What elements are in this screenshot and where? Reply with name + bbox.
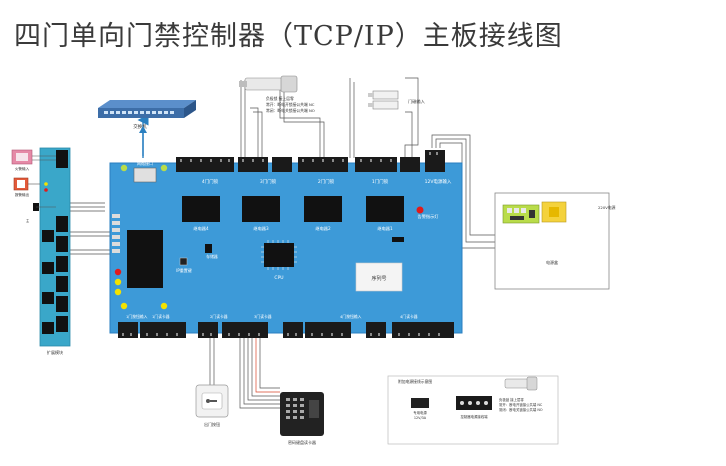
mains-label: 220V电源 [598, 205, 616, 210]
fire-input-device: 火警输入 [11, 149, 33, 171]
inset-title: 附加电源接线示意图 [398, 379, 432, 384]
br-label-3: 4门读卡器 [400, 314, 418, 319]
bl-label-3: 2门读卡器 [210, 314, 228, 319]
bl-label-1: 1门按钮输入 [126, 314, 148, 319]
door4-top-label: 4门门锁 [202, 178, 219, 185]
aux-power-inset: 附加电源接线示意图 专用电源 12V/3A 控制器电源接线端 负极锁 接上层零 … [387, 375, 559, 445]
lock-note-3: 常闭：断电关锁接公共端 NO [266, 108, 315, 113]
inset-psu-label: 专用电源 [413, 410, 427, 415]
cpu-label: CPU [274, 275, 283, 281]
door2-top-label: 2门门锁 [318, 178, 335, 185]
door-sensor: 门磁输入 [368, 90, 426, 110]
main-chip [127, 230, 163, 288]
door1-top-label: 1门门锁 [372, 178, 389, 185]
led-yellow-1 [114, 278, 122, 286]
inset-psu-icon [411, 398, 429, 408]
led-green-1 [120, 164, 128, 172]
network-port [133, 167, 157, 183]
door-sensor-label: 门磁输入 [408, 98, 426, 105]
inset-note-1: 负极锁 接上层零 [499, 397, 524, 402]
warn-led [416, 206, 424, 214]
relay4-label: 继电器4 [193, 225, 209, 232]
power-supply-icon [502, 201, 567, 224]
bottom-terminals [118, 322, 454, 338]
expansion-module: 扩展模块 火警输入 报警输出 主 [11, 147, 71, 355]
exit-button-icon [195, 384, 229, 418]
relay-icon [182, 196, 404, 222]
serial-label: 序列号 [371, 275, 386, 282]
switch-label: 交换机 [133, 123, 147, 130]
led-yellow-3 [120, 302, 128, 310]
storage-chip-label: 存储器 [206, 254, 218, 259]
bl-label-2: 1门读卡器 [152, 314, 170, 319]
power-input-label: 12V电源输入 [425, 178, 452, 185]
card-reader-icon [280, 392, 324, 436]
led-green-2 [160, 164, 168, 172]
ip-reset-label: IP重置键 [176, 267, 192, 273]
network-port-label: 网络接口 [137, 160, 153, 166]
cpu-chip-icon [261, 240, 297, 270]
serial-sticker [355, 262, 403, 292]
door-sensor-icon [368, 90, 399, 110]
page-title: 四门单向门禁控制器（TCP/IP）主板接线图 [14, 21, 563, 52]
reader-label: 密码键盘读卡器 [288, 439, 316, 445]
alarm-output-device: 报警输出 [13, 177, 30, 197]
lock-note-1: 负极锁 接上层零 [266, 96, 294, 101]
inset-terminal-label: 控制器电源接线端 [460, 414, 488, 419]
inset-lock-icon [504, 376, 538, 391]
left-side-note: 主 [26, 218, 30, 223]
led-yellow-2 [114, 288, 122, 296]
ip-reset-button [179, 257, 188, 266]
exit-button-label: 出门按钮 [204, 421, 220, 427]
alarm-output-label: 报警输出 [15, 192, 30, 197]
controller-board: 网络接口 4门门锁 3门门锁 2门门锁 1门门锁 12V电源输入 继电器4 继电… [109, 150, 463, 338]
card-reader: 密码键盘读卡器 [280, 392, 324, 445]
relay3-label: 继电器3 [253, 225, 269, 232]
led-red-1 [114, 268, 122, 276]
lock-note-2: 常开：断电开锁接公共端 NC [266, 102, 315, 107]
network-switch-icon [98, 100, 196, 118]
inset-note-2: 常开：断电开锁接公共端 NC [499, 402, 543, 407]
network-switch: 交换机 [98, 100, 196, 156]
led-yellow-4 [160, 302, 168, 310]
storage-chip [205, 244, 212, 253]
br-label-2: 4门按钮输入 [340, 314, 362, 319]
exit-button: 出门按钮 [195, 384, 229, 427]
relay2-label: 继电器2 [315, 225, 331, 232]
expansion-label: 扩展模块 [47, 349, 63, 355]
warn-led-label: 告警指示灯 [418, 213, 440, 220]
top-terminals [176, 150, 445, 172]
relay1-label: 继电器1 [377, 225, 393, 232]
door3-top-label: 3门门锁 [260, 178, 277, 185]
electric-lock-icon [239, 75, 298, 93]
fire-input-label: 火警输入 [15, 166, 30, 171]
power-box: 220V电源 电源盒 [494, 192, 616, 290]
inset-psu-sub: 12V/3A [414, 416, 427, 420]
inset-note-3: 常闭：断电关锁接公共端 NO [499, 407, 543, 412]
br-label-1: 3门读卡器 [254, 314, 272, 319]
top-electric-lock: 负极锁 接上层零 常开：断电开锁接公共端 NC 常闭：断电关锁接公共端 NO [239, 75, 315, 113]
power-box-label: 电源盒 [546, 259, 558, 265]
inset-terminal [456, 396, 492, 410]
small-chip [392, 237, 404, 242]
left-header [112, 214, 120, 253]
